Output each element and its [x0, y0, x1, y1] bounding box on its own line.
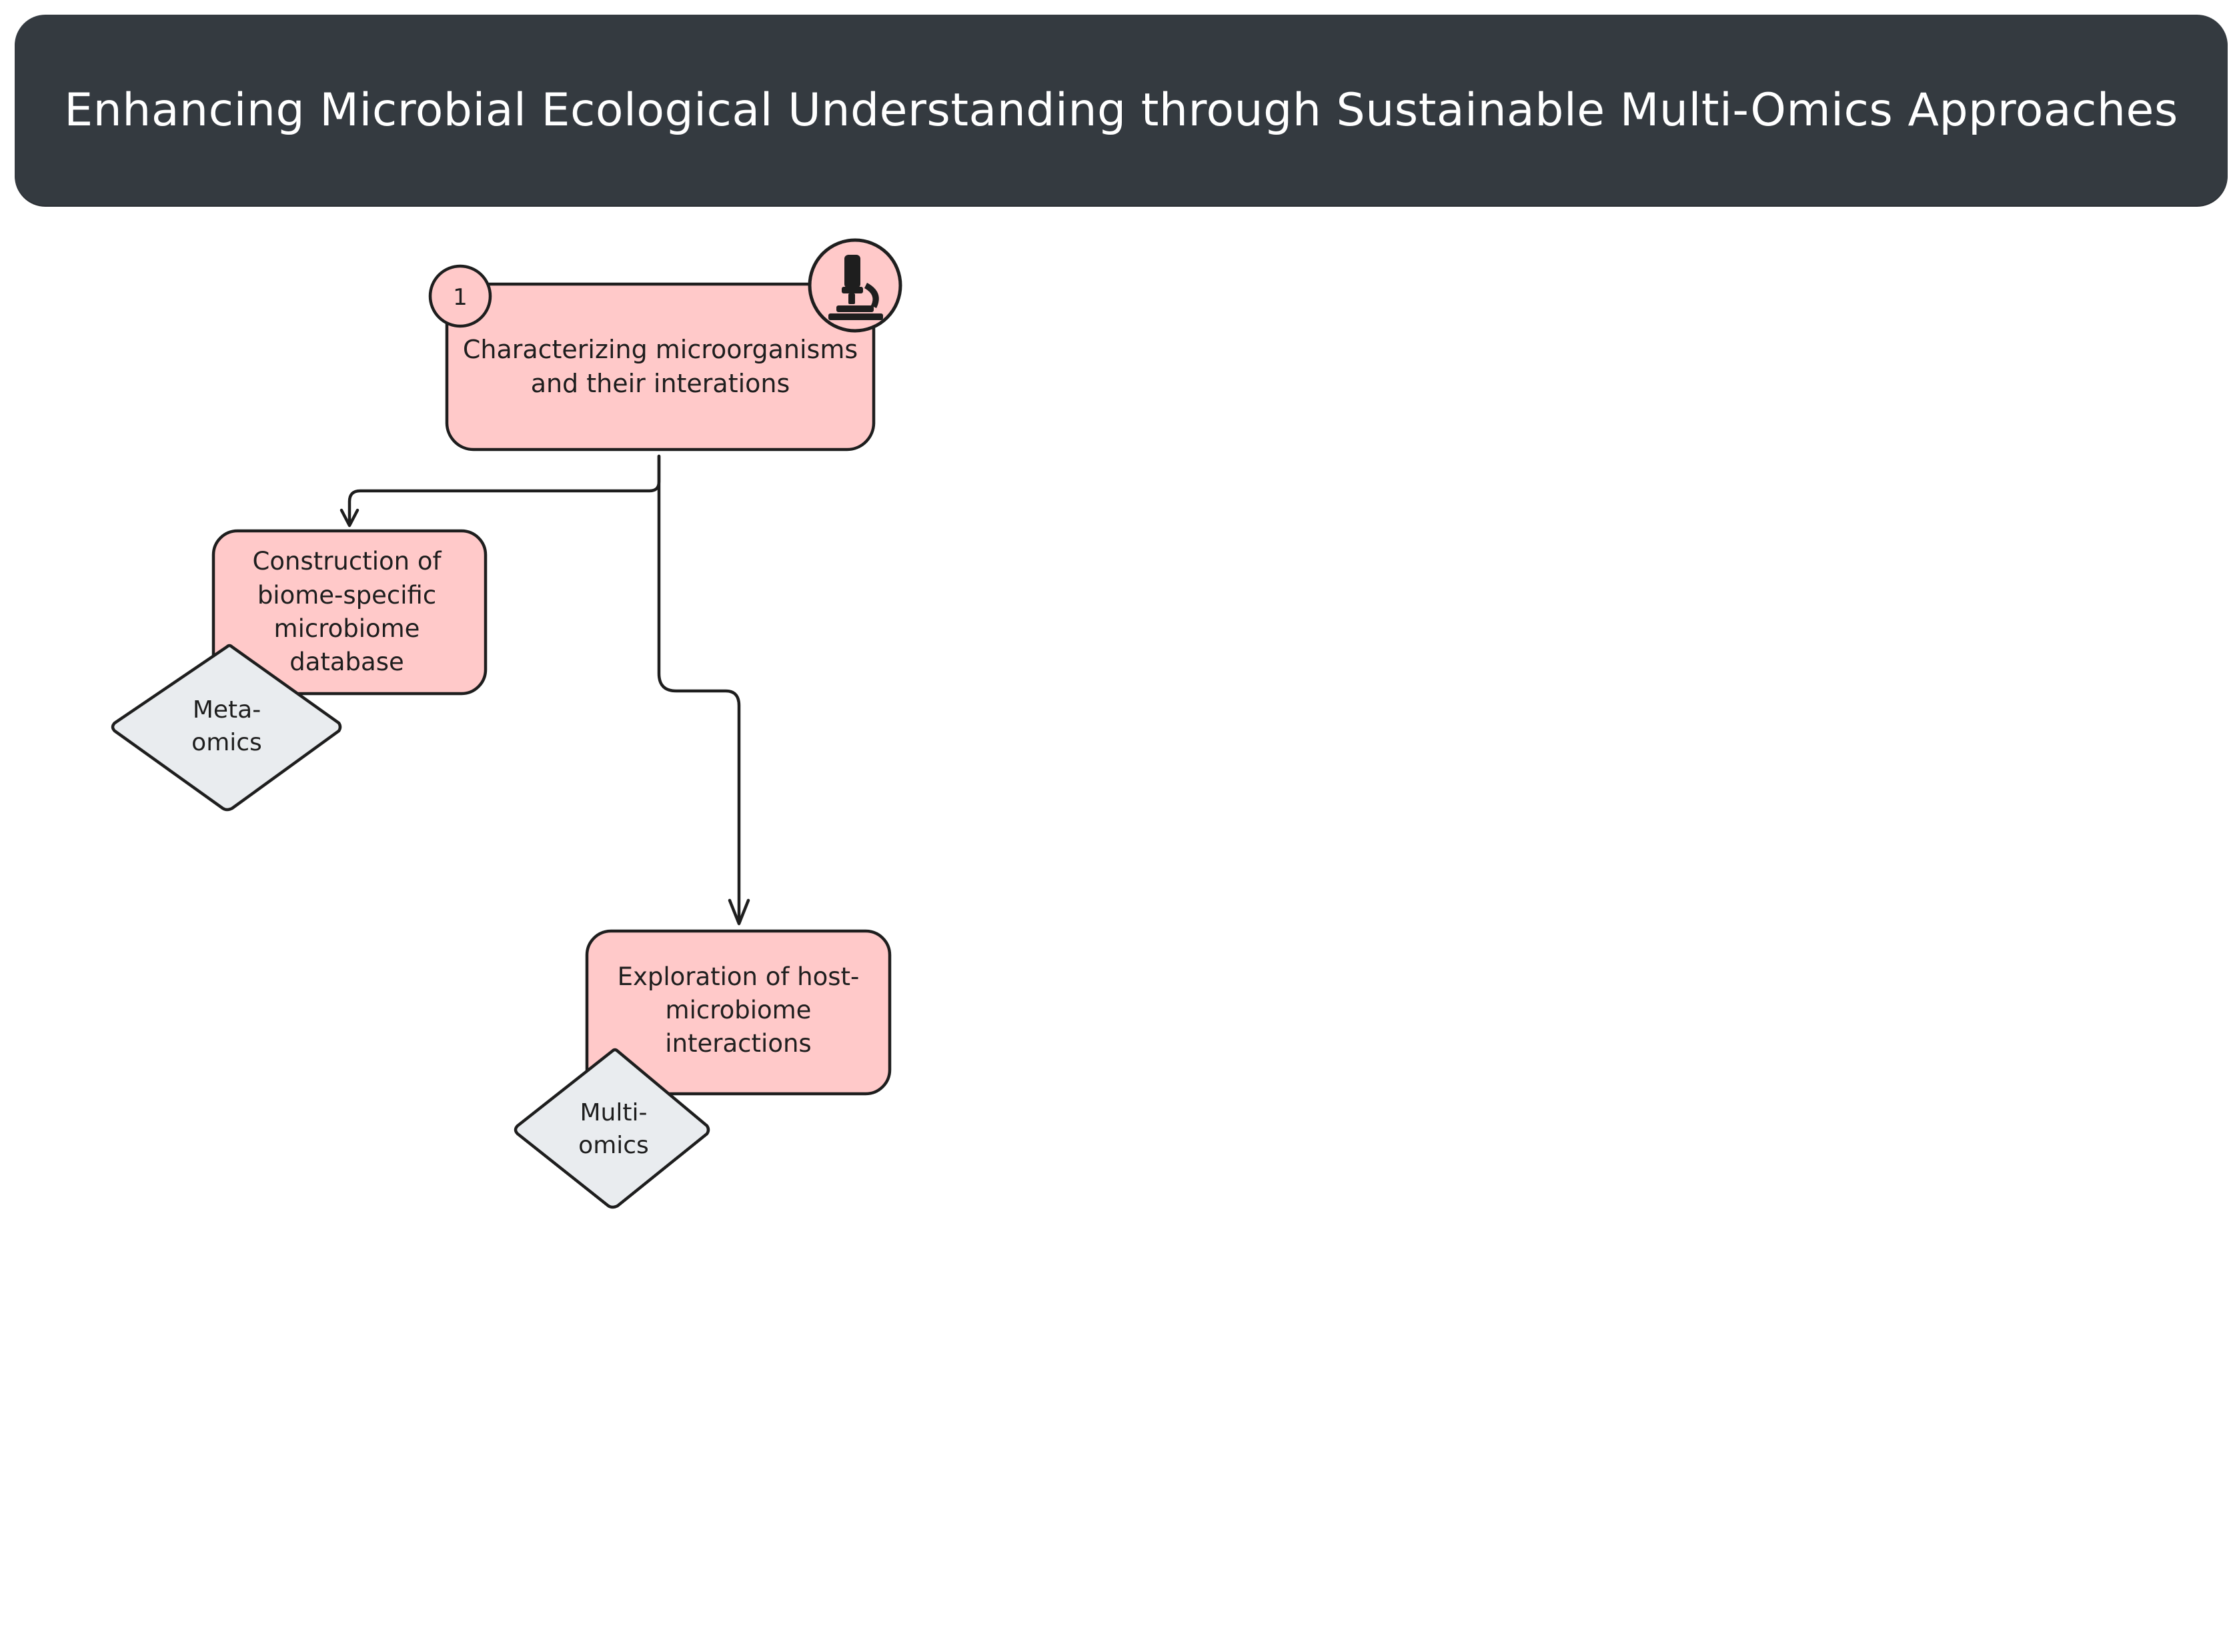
database-card-label: Construction of biome-specific microbiom… [220, 538, 474, 687]
database-label-line-4: database [289, 648, 404, 677]
database-label-line-2: biome-specific [257, 580, 437, 610]
host-label-line-3: interactions [665, 1029, 812, 1058]
arrowhead-database [339, 508, 359, 528]
host-label-line-1: Exploration of host- [617, 962, 860, 991]
database-label-line-3: microbiome [273, 614, 420, 643]
connector-main-to-host [657, 454, 741, 924]
host-label-line-2: microbiome [665, 995, 812, 1024]
main-label-line-1: Characterizing microorganisms [462, 334, 858, 364]
multi-omics-diamond[interactable] [514, 1048, 710, 1209]
multi-omics-line-1: Multi- [580, 1099, 648, 1127]
microscope-icon [828, 255, 883, 320]
meta-omics-line-1: Meta- [192, 696, 261, 724]
connector-main-to-database [347, 454, 661, 526]
arrowhead-host [728, 898, 750, 926]
database-card[interactable] [211, 529, 488, 696]
step-number: 1 [453, 284, 468, 311]
main-card[interactable] [445, 282, 876, 452]
main-card-label: Characterizing microorganisms and their … [454, 327, 867, 407]
meta-omics-line-2: omics [191, 729, 262, 756]
title-banner: Enhancing Microbial Ecological Understan… [15, 15, 2228, 205]
multi-omics-line-2: omics [578, 1132, 649, 1159]
step-number-badge [428, 264, 492, 328]
main-label-line-2: and their interations [530, 369, 790, 398]
diagram-title: Enhancing Microbial Ecological Understan… [64, 83, 2178, 137]
host-card[interactable] [585, 929, 892, 1096]
multi-omics-label: Multi- omics [547, 1090, 680, 1170]
host-card-label: Exploration of host- microbiome interact… [594, 947, 883, 1074]
database-label-line-1: Construction of [252, 547, 442, 576]
meta-omics-diamond[interactable] [111, 644, 342, 812]
meta-omics-label: Meta- omics [160, 687, 293, 767]
